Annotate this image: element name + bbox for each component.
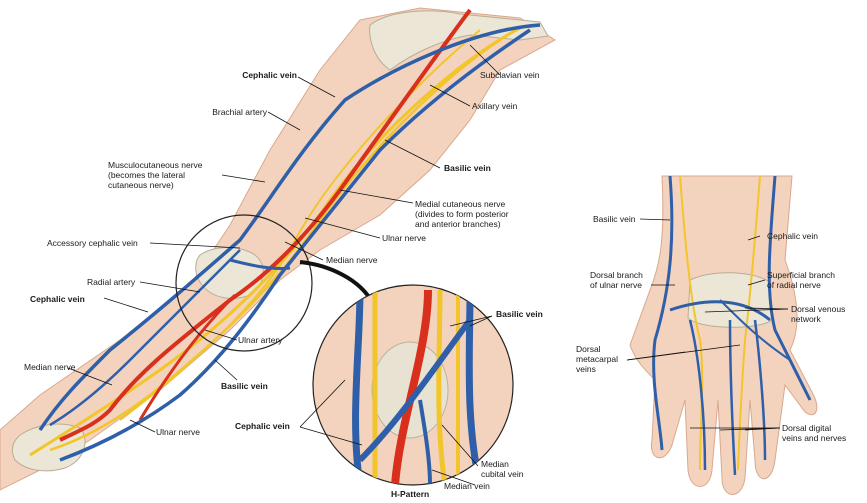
label-subclavian-vein: Subclavian vein — [480, 70, 540, 80]
label-inset-basilic-vein: Basilic vein — [496, 309, 543, 319]
label-inset-median-cubital-vein: Median cubital vein — [481, 459, 524, 479]
label-hand-superficial-branch-radial: Superficial branch of radial nerve — [767, 270, 835, 290]
label-hand-dorsal-branch-ulnar: Dorsal branch of ulnar nerve — [590, 270, 643, 290]
label-inset-median-vein: Median vein — [444, 481, 490, 491]
inset-caption: H-Pattern — [391, 489, 429, 499]
label-median-nerve-left: Median nerve — [24, 362, 76, 372]
label-ulnar-artery: Ulnar artery — [238, 335, 282, 345]
label-basilic-vein-upper: Basilic vein — [444, 163, 491, 173]
hand-skin — [630, 176, 817, 495]
inset-figure — [313, 285, 513, 485]
label-hand-dorsal-metacarpal-veins: Dorsal metacarpal veins — [576, 344, 618, 374]
label-brachial-artery: Brachial artery — [212, 107, 267, 117]
label-hand-basilic-vein: Basilic vein — [593, 214, 636, 224]
label-inset-cephalic-vein: Cephalic vein — [235, 421, 290, 431]
hand-bones — [688, 273, 772, 328]
label-hand-dorsal-venous-network: Dorsal venous network — [791, 304, 845, 324]
label-radial-artery: Radial artery — [87, 277, 135, 287]
label-axillary-vein: Axillary vein — [472, 101, 517, 111]
label-hand-dorsal-digital: Dorsal digital veins and nerves — [782, 423, 846, 443]
label-hand-cephalic-vein: Cephalic vein — [767, 231, 818, 241]
label-cephalic-vein-lower: Cephalic vein — [30, 294, 85, 304]
label-musculocutaneous-nerve: Musculocutaneous nerve (becomes the late… — [108, 160, 203, 190]
label-ulnar-nerve-lower: Ulnar nerve — [156, 427, 200, 437]
label-medial-cutaneous-nerve: Medial cutaneous nerve (divides to form … — [415, 199, 509, 229]
label-accessory-cephalic-vein: Accessory cephalic vein — [47, 238, 138, 248]
label-cephalic-vein-upper: Cephalic vein — [242, 70, 297, 80]
label-median-nerve-mid: Median nerve — [326, 255, 378, 265]
label-ulnar-nerve-mid: Ulnar nerve — [382, 233, 426, 243]
label-basilic-vein-lower: Basilic vein — [221, 381, 268, 391]
hand-figure — [630, 176, 817, 495]
